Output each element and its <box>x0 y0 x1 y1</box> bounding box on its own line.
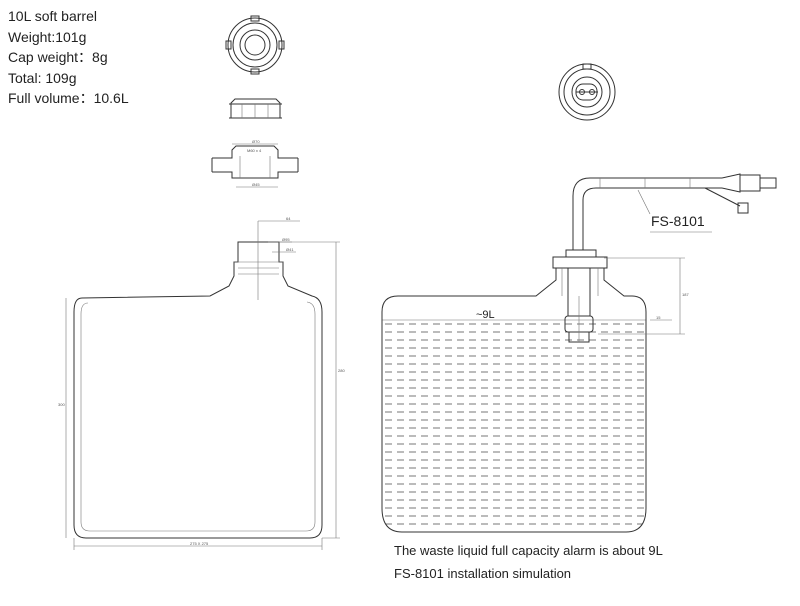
dim-side: 300 <box>58 402 65 407</box>
model-label: FS-8101 <box>651 213 705 229</box>
cap-section-view: Ø70 M60 x 4 Ø45 <box>211 139 299 188</box>
sensor-top-view <box>558 63 616 121</box>
dim-neck-inner: Ø41 <box>286 247 294 252</box>
dim-cap-top: Ø70 <box>252 139 260 144</box>
dim-cap-bottom: Ø45 <box>252 182 260 187</box>
level-label: ~9L <box>476 309 495 321</box>
installation-simulation: FS-8101 ~9L 187 15 <box>381 173 777 533</box>
spec-title: 10L soft barrel <box>8 8 97 24</box>
simulation-caption: FS-8101 installation simulation <box>394 566 572 581</box>
dim-neck-outer: Ø95 <box>282 237 290 242</box>
spec-total: Total: 109g <box>8 69 77 86</box>
dim-height: 280 <box>338 368 345 373</box>
spec-cap-weight: Cap weight：8g <box>8 49 108 65</box>
dim-base: 275 X 275 <box>190 541 209 546</box>
dim-cap-sub: M60 x 4 <box>247 148 262 153</box>
barrel-elevation: 64 Ø95 Ø41 280 300 275 X 275 <box>58 216 345 550</box>
dim-neck-width: 64 <box>286 216 291 221</box>
spec-weight: Weight:101g <box>8 28 87 45</box>
dim-alarm-gap: 15 <box>656 315 661 320</box>
dim-insert-depth: 187 <box>682 292 689 297</box>
cap-top-view <box>225 15 285 75</box>
alarm-caption: The waste liquid full capacity alarm is … <box>394 543 663 558</box>
cap-side-view <box>229 98 282 119</box>
liquid-fill <box>382 320 646 532</box>
spec-full-volume: Full volume：10.6L <box>8 90 129 106</box>
spec-list: 10L soft barrel Weight:101g Cap weight：8… <box>8 6 129 109</box>
